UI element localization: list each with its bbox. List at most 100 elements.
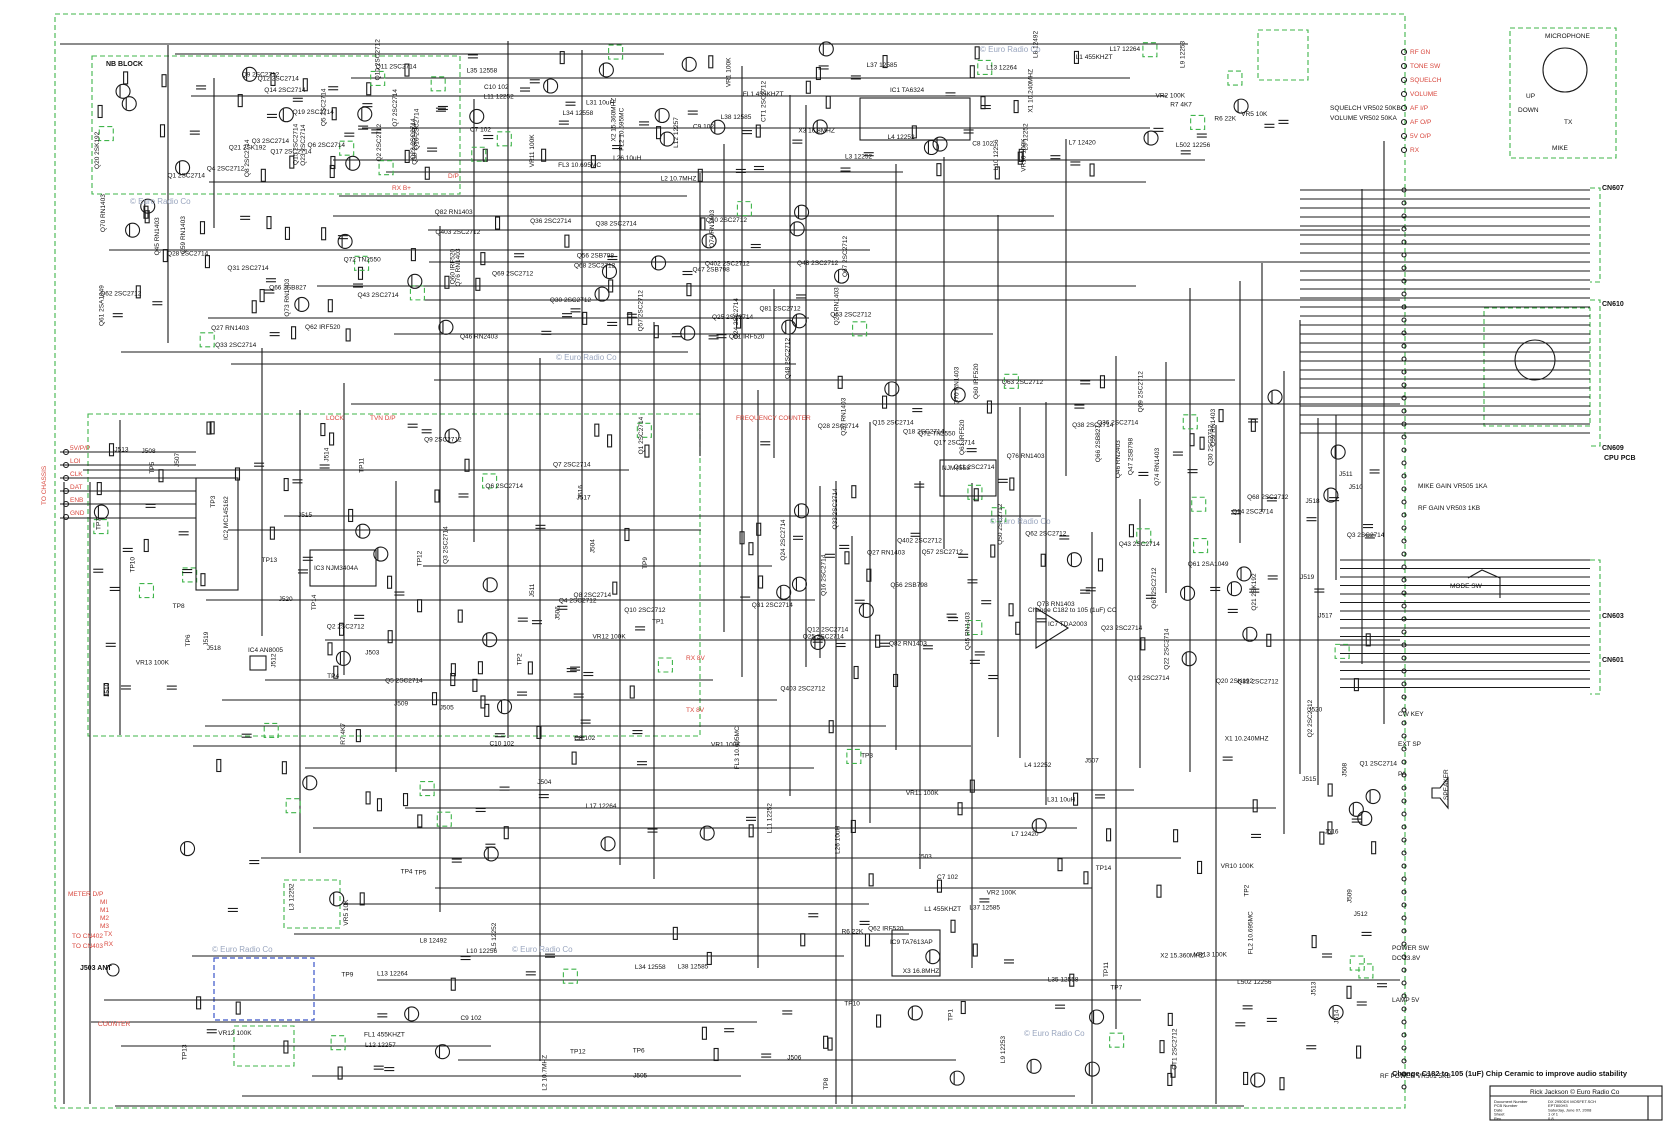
resistor bbox=[159, 124, 166, 138]
right-pin bbox=[1401, 525, 1407, 531]
transistor bbox=[791, 576, 808, 592]
coil bbox=[1182, 414, 1198, 430]
ic9: IC9 TA7613AP bbox=[890, 929, 941, 977]
component-label: Q82 RN1403 bbox=[889, 641, 927, 648]
resistor bbox=[158, 469, 164, 483]
component-label: Q2 2SC2712 bbox=[327, 624, 365, 631]
transistor bbox=[1236, 566, 1252, 582]
right-pin bbox=[1401, 538, 1407, 544]
component-label: J516 bbox=[1324, 829, 1338, 836]
resistor bbox=[608, 279, 614, 293]
resistor bbox=[123, 71, 129, 85]
resistor bbox=[444, 275, 450, 289]
component-label: R6 22K bbox=[1214, 115, 1236, 122]
component-label: Q76 RN1403 bbox=[1007, 453, 1045, 460]
right-pin bbox=[1401, 720, 1407, 726]
resistor bbox=[402, 793, 409, 807]
net-tvn-dp: TVN D/P bbox=[370, 415, 396, 422]
component-label: Q7 2SC2714 bbox=[553, 461, 591, 468]
resistor bbox=[1189, 433, 1195, 447]
resistor bbox=[893, 673, 899, 688]
resistor bbox=[320, 423, 326, 437]
component-label: TP2 bbox=[1244, 884, 1251, 896]
component-label: J505 bbox=[633, 1073, 647, 1080]
component-label: Q81 2SC2712 bbox=[759, 305, 801, 312]
component-label: L12 12257 bbox=[365, 1042, 396, 1049]
resistor bbox=[337, 1066, 343, 1080]
component-label: Q46 RN2403 bbox=[1115, 440, 1122, 478]
speaker-label: SPEAKER bbox=[1443, 769, 1450, 800]
left-pin-label: ENB bbox=[70, 497, 83, 504]
transistor bbox=[925, 949, 941, 965]
transistor bbox=[357, 106, 373, 122]
coil bbox=[1193, 538, 1209, 554]
right-pin-label: AF O/P bbox=[1410, 119, 1431, 126]
watermark-4: © Euro Radio Co bbox=[990, 517, 1051, 526]
transistor bbox=[1330, 444, 1346, 460]
component-label: VR11 100K bbox=[906, 790, 939, 797]
resistor bbox=[853, 665, 859, 680]
right-pin bbox=[1401, 551, 1407, 557]
component-label: L5 12252 bbox=[491, 922, 498, 949]
resistor bbox=[624, 527, 630, 542]
ic1-label: IC1 TA6324 bbox=[890, 87, 924, 94]
right-pin bbox=[1401, 200, 1407, 206]
resistor bbox=[200, 573, 206, 587]
component-label: Q61 IRF520 bbox=[959, 419, 966, 455]
resistor bbox=[161, 74, 167, 88]
component-label: Q14 2SC2714 bbox=[264, 87, 306, 94]
meter-pin-label: MI bbox=[100, 899, 107, 906]
right-pin bbox=[1401, 330, 1407, 336]
component-label: Q47 2SB798 bbox=[1128, 437, 1135, 475]
transistor bbox=[302, 775, 318, 791]
resistor bbox=[251, 300, 257, 314]
resistor bbox=[1089, 163, 1095, 177]
component-label: VR1 100K bbox=[711, 742, 741, 749]
component-label: J506 bbox=[554, 606, 561, 620]
transistor bbox=[923, 139, 939, 156]
transistor bbox=[794, 204, 810, 220]
component-label: Q74 RN1403 bbox=[709, 210, 716, 248]
title-block: Rick Jackson © Euro Radio Co Document Nu… bbox=[1489, 1085, 1663, 1121]
component-label: C10 102 bbox=[489, 741, 514, 748]
cn603-label: CN603 bbox=[1602, 613, 1624, 620]
right-pin bbox=[1401, 239, 1407, 245]
component-label: L17 12264 bbox=[586, 803, 617, 810]
right-pin bbox=[1401, 304, 1407, 310]
resistor bbox=[713, 1047, 719, 1062]
component-label: Q18 2SC2714 bbox=[411, 123, 418, 165]
pa-label: PA bbox=[1398, 771, 1407, 778]
component-label: Q82 RN1403 bbox=[435, 209, 473, 216]
component-label: VR2 100K bbox=[987, 890, 1017, 897]
component-label: VR12 100K bbox=[592, 634, 626, 641]
resistor bbox=[472, 678, 478, 692]
right-pin bbox=[1401, 512, 1407, 518]
speaker-symbol bbox=[1431, 776, 1449, 810]
ic4: IC4 AN8005 bbox=[248, 647, 283, 671]
resistor bbox=[656, 126, 662, 140]
component-label: TP5 bbox=[149, 461, 156, 473]
right-pin bbox=[1401, 928, 1407, 934]
component-label: Q8 2SC2714 bbox=[574, 592, 612, 599]
resistor bbox=[805, 80, 811, 94]
resistor bbox=[327, 299, 333, 313]
coil bbox=[370, 70, 386, 87]
component-label: TP2 bbox=[516, 653, 523, 665]
component-label: Q1 2SC2714 bbox=[167, 172, 205, 179]
cpu-pcb-label: CPU PCB bbox=[1604, 455, 1636, 462]
component-label: J511 bbox=[1339, 471, 1353, 478]
component-label: X1 10.240MHZ bbox=[1225, 736, 1269, 743]
component-label: Q26 RN1403 bbox=[834, 287, 841, 325]
ic2-label: IC2 MC145162 bbox=[223, 496, 230, 540]
right-pin bbox=[1401, 824, 1407, 830]
right-pin bbox=[1401, 369, 1407, 375]
resistor bbox=[875, 634, 881, 648]
resistor bbox=[1311, 935, 1317, 949]
ic1: IC1 TA6324 bbox=[859, 87, 971, 141]
coil bbox=[378, 160, 394, 176]
component-label: C9 102 bbox=[693, 123, 714, 130]
resistor bbox=[260, 168, 266, 182]
resistor bbox=[536, 725, 542, 739]
resistor bbox=[1319, 831, 1325, 845]
